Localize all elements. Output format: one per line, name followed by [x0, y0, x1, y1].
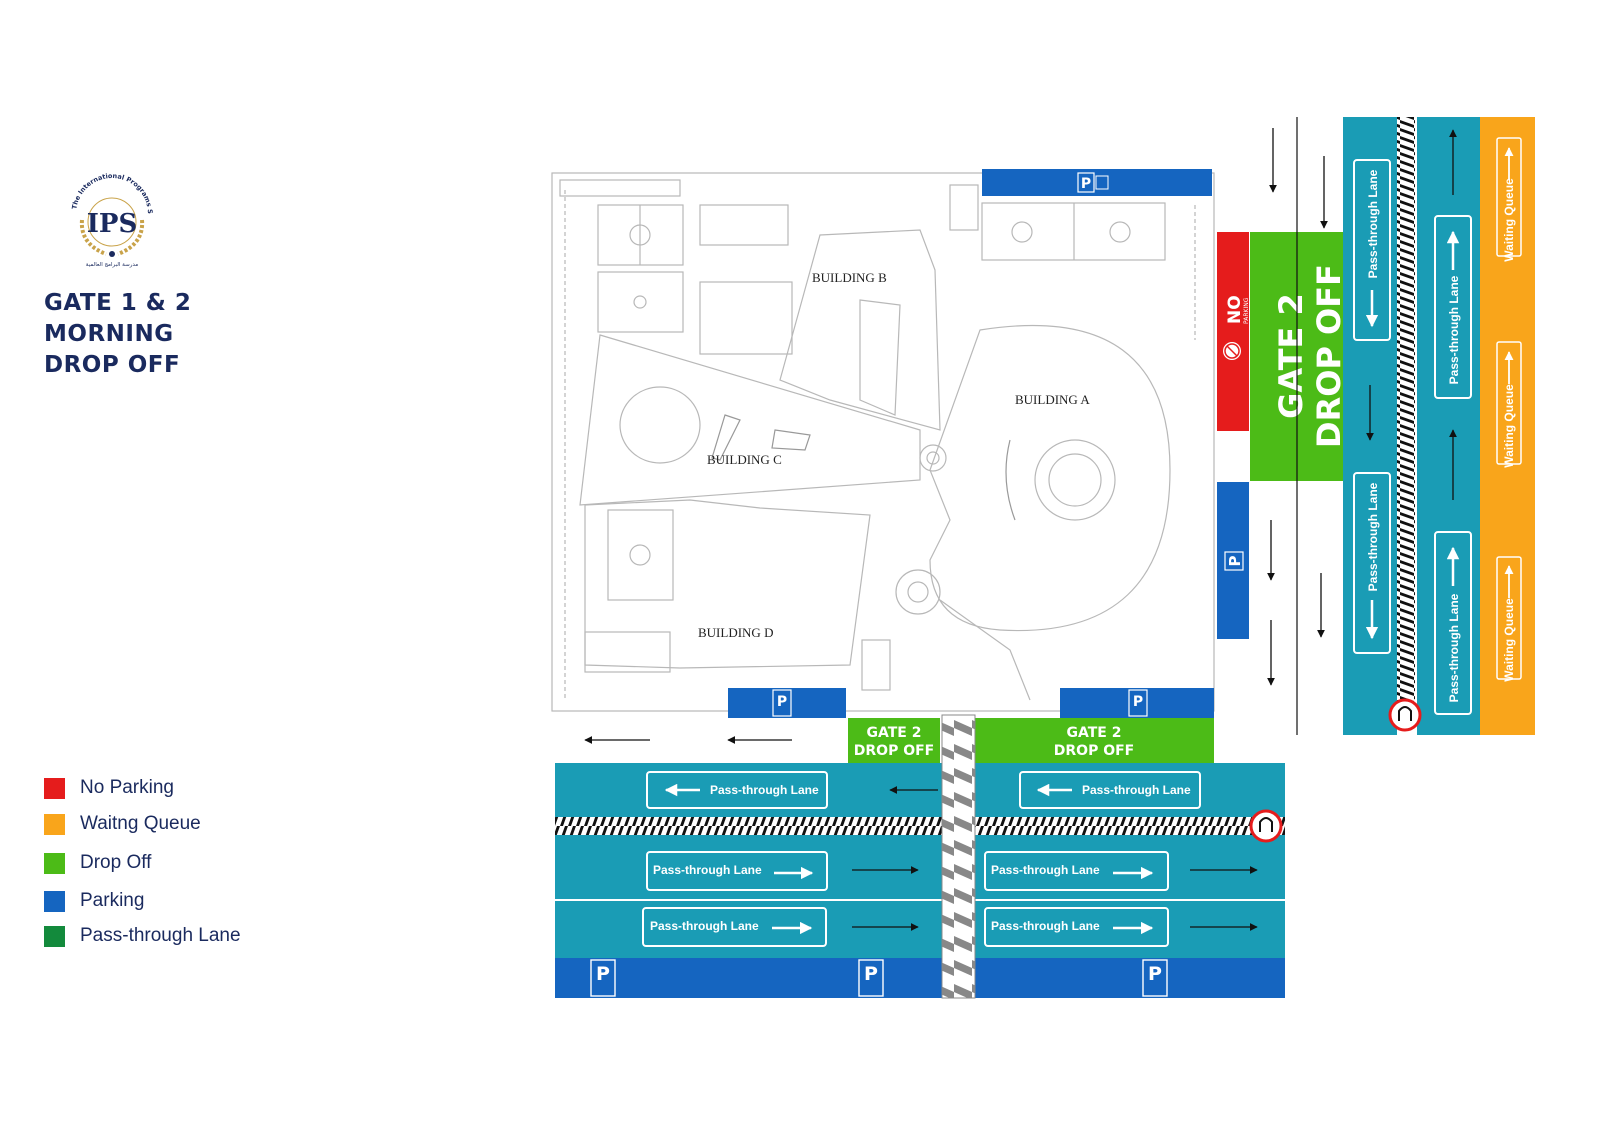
- gate-right-line-1: GATE 2: [1067, 725, 1122, 741]
- parking-zone-right: [1217, 482, 1249, 639]
- legend-item-waiting-queue: Waitng Queue: [44, 812, 201, 836]
- title-line-2: MORNING: [44, 321, 174, 347]
- lane-box-right-3: Pass-through Lane: [984, 907, 1169, 947]
- parking-icon: P: [1224, 551, 1244, 571]
- legend-label: Parking: [80, 890, 145, 911]
- lane-label: Pass-through Lane: [1366, 482, 1380, 591]
- legend-label: No Parking: [80, 777, 174, 798]
- lane-label: Pass-through Lane: [650, 919, 759, 933]
- lane-box-left-2: Pass-through Lane: [646, 851, 828, 891]
- u-turn-icon: [1249, 809, 1283, 843]
- lane-label: Pass-through Lane: [1366, 169, 1380, 278]
- lane-box-right-2: Pass-through Lane: [984, 851, 1169, 891]
- parking-icon: P: [858, 959, 884, 997]
- lane-box-left-1: Pass-through Lane: [646, 771, 828, 809]
- car-icon: [1095, 175, 1109, 190]
- parking-letter: P: [1133, 694, 1143, 710]
- lane-label: Pass-through Lane: [1447, 275, 1461, 384]
- lane-label: Pass-through Lane: [710, 783, 819, 797]
- queue-box-2: Waiting Queue: [1496, 341, 1522, 468]
- right-road-lane-2: [1417, 117, 1480, 735]
- queue-box-3: Waiting Queue: [1496, 556, 1522, 682]
- legend-swatch: [44, 925, 65, 947]
- right-lane-box-3: Pass-through Lane: [1434, 215, 1472, 399]
- gate-right-line-2: DROP OFF: [1054, 743, 1134, 759]
- traffic-arrows: [584, 128, 1328, 744]
- parking-zone-top: [982, 169, 1212, 196]
- right-lane-box-1: Pass-through Lane: [1353, 159, 1391, 341]
- bottom-road-lane-3: [555, 901, 1285, 958]
- school-logo: The International Programs School IPS مد…: [60, 156, 162, 272]
- legend-label: Drop Off: [80, 852, 152, 873]
- queue-box-1: Waiting Queue: [1496, 137, 1522, 262]
- parking-icon: P: [1077, 172, 1095, 193]
- legend-item-parking: Parking: [44, 889, 144, 913]
- no-parking-icon: [1223, 342, 1241, 360]
- legend-swatch: [44, 813, 65, 835]
- queue-label: Waiting Queue: [1502, 384, 1516, 468]
- gate-left-line-2: DROP OFF: [854, 743, 934, 759]
- crosswalk: [941, 714, 976, 999]
- legend-swatch: [44, 777, 65, 799]
- gate-2-drop-off-left: [848, 718, 940, 763]
- gate-left-line-1: GATE 2: [867, 725, 922, 741]
- right-lane-box-4: Pass-through Lane: [1434, 531, 1472, 715]
- logo-initials: IPS: [87, 209, 138, 239]
- parking-letter: P: [1081, 176, 1091, 192]
- legend-swatch: [44, 852, 65, 874]
- campus-boundary: [551, 172, 1215, 712]
- bottom-road-divider: [555, 817, 1285, 835]
- building-c-label: BUILDING C: [707, 452, 782, 467]
- bottom-parking-strip: [555, 958, 1285, 998]
- title-line-1: GATE 1 & 2: [44, 290, 192, 316]
- gate-main-line-1: GATE 2: [1272, 293, 1310, 419]
- no-parking-zone: [1217, 232, 1249, 431]
- gate-2-drop-off-right: [975, 718, 1214, 763]
- parking-icon: P: [772, 689, 792, 717]
- no-parking-sign: NO PARKING: [1225, 295, 1250, 324]
- legend-label: Pass-through Lane: [80, 925, 241, 946]
- logo-emblem-icon: The International Programs School IPS مد…: [60, 156, 154, 268]
- legend-item-pass-through: Pass-through Lane: [44, 924, 241, 948]
- parking-letter: P: [1148, 963, 1162, 985]
- building-b-label: BUILDING B: [812, 270, 887, 285]
- parking-zone-bottom-left: [728, 688, 846, 718]
- lane-box-right-1: Pass-through Lane: [1019, 771, 1201, 809]
- lane-label: Pass-through Lane: [1082, 783, 1191, 797]
- parking-icon: P: [590, 959, 616, 997]
- bottom-road-lane-2: [555, 835, 1285, 899]
- parking-zone-bottom-right: [1060, 688, 1214, 718]
- lane-label: Pass-through Lane: [991, 863, 1100, 877]
- legend-item-no-parking: No Parking: [44, 776, 174, 800]
- parking-letter: P: [864, 963, 878, 985]
- building-d-label: BUILDING D: [698, 625, 773, 640]
- floor-plan: [551, 172, 1215, 712]
- u-turn-icon: [1388, 698, 1422, 732]
- queue-label: Waiting Queue: [1502, 598, 1516, 682]
- legend-item-drop-off: Drop Off: [44, 851, 151, 875]
- building-a-label: BUILDING A: [1015, 392, 1090, 407]
- waiting-queue-lane: [1480, 117, 1535, 735]
- lane-label: Pass-through Lane: [653, 863, 762, 877]
- no-parking-big: NO: [1225, 295, 1245, 324]
- lane-box-left-3: Pass-through Lane: [642, 907, 827, 947]
- gate-main-line-2: DROP OFF: [1310, 264, 1348, 448]
- parking-letter: P: [777, 694, 787, 710]
- lane-label: Pass-through Lane: [1447, 593, 1461, 702]
- parking-icon: P: [1128, 689, 1148, 717]
- parking-letter: P: [1226, 556, 1244, 567]
- right-lane-box-2: Pass-through Lane: [1353, 472, 1391, 654]
- page-title: GATE 1 & 2 MORNING DROP OFF: [44, 288, 344, 381]
- right-road-divider: [1397, 117, 1415, 703]
- legend-swatch: [44, 890, 65, 912]
- queue-label: Waiting Queue: [1502, 178, 1516, 262]
- parking-letter: P: [596, 963, 610, 985]
- no-parking-small: PARKING: [1243, 297, 1250, 324]
- lane-label: Pass-through Lane: [991, 919, 1100, 933]
- logo-sub-text: مدرسة البرامج العالمية: [86, 262, 139, 268]
- legend-label: Waitng Queue: [80, 813, 201, 834]
- title-line-3: DROP OFF: [44, 352, 181, 378]
- parking-icon: P: [1142, 959, 1168, 997]
